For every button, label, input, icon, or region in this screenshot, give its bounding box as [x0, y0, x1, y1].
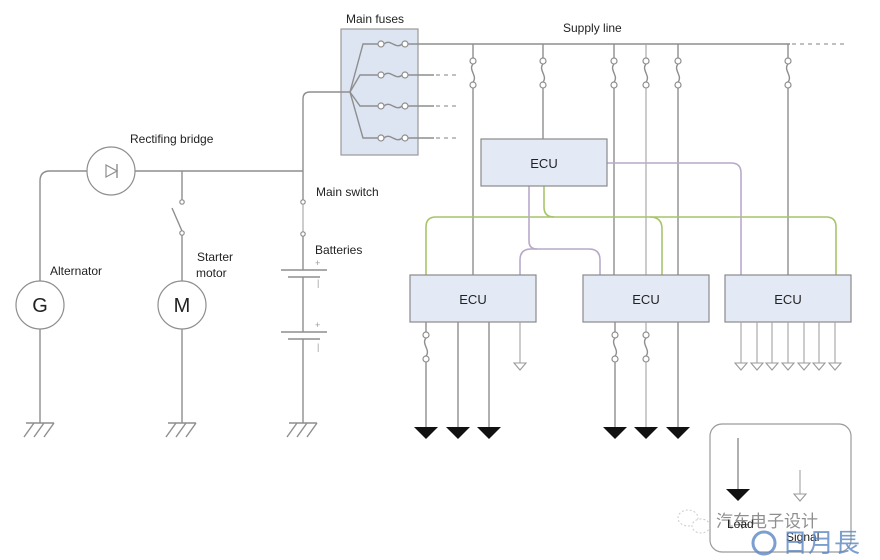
- ecu-bottom-left-label: ECU: [459, 292, 486, 307]
- supply-fuse-5: [674, 44, 682, 275]
- load-arrow-icon: [634, 427, 658, 439]
- wechat-icon: [677, 509, 711, 534]
- starter-motor-label-1: Starter: [197, 250, 233, 264]
- supply-fuse-3: [610, 44, 618, 275]
- supply-fuse-6: [784, 44, 792, 275]
- signal-arrow-icon: [812, 362, 826, 371]
- ecu-top[interactable]: ECU: [480, 138, 608, 187]
- motor-m-label: M: [174, 295, 191, 317]
- starter-switch-icon: [171, 207, 183, 232]
- main-fuses-box: [340, 28, 419, 156]
- supply-line: Supply line: [408, 21, 845, 275]
- load-arrow-icon: [666, 427, 690, 439]
- alternator-g-label: G: [32, 295, 48, 317]
- supply-fuse-2: [539, 44, 547, 139]
- alternator: Alternator G: [15, 264, 102, 438]
- watermark-text: 汽车电子设计: [716, 512, 818, 532]
- load-arrow-icon: [477, 427, 501, 439]
- supply-line-label: Supply line: [563, 21, 622, 35]
- batteries-label: Batteries: [315, 243, 362, 257]
- can-bus-purple: [519, 162, 742, 275]
- ecu-right-outputs: [734, 322, 842, 371]
- signal-arrow-icon: [828, 362, 842, 371]
- ecu-bottom-middle-label: ECU: [632, 292, 659, 307]
- supply-fuse-1: [469, 44, 477, 275]
- watermark: 汽车电子设计 日月長: [677, 509, 860, 559]
- ground-icon: [286, 422, 318, 438]
- load-arrow-icon: [446, 427, 470, 439]
- signal-arrow-icon: [797, 362, 811, 371]
- watermark-logo-text: 日月長: [782, 529, 860, 559]
- ecu-middle-outputs: [603, 322, 690, 439]
- signal-arrow-icon: [734, 362, 748, 371]
- main-switch-and-batteries: Main switch Batteries + | + |: [281, 171, 379, 438]
- load-arrow-icon: [603, 427, 627, 439]
- legend-load-label: Load: [727, 517, 754, 531]
- starter-motor-label-2: motor: [196, 266, 227, 280]
- load-arrow-icon: [414, 427, 438, 439]
- legend: Load Signal: [709, 423, 852, 553]
- svg-text:|: |: [317, 278, 319, 288]
- signal-arrow-icon: [513, 362, 527, 371]
- ecu-bottom-left[interactable]: ECU: [409, 274, 537, 323]
- ecu-bottom-middle[interactable]: ECU: [582, 274, 710, 323]
- rectifier-circle: [86, 146, 136, 196]
- main-fuses-label: Main fuses: [346, 12, 404, 26]
- svg-text:|: |: [317, 342, 319, 352]
- ecu-bottom-right[interactable]: ECU: [724, 274, 852, 323]
- main-fuse-4: [377, 134, 409, 142]
- rectifying-bridge-label: Rectifing bridge: [130, 132, 214, 146]
- ground-icon: [23, 422, 55, 438]
- battery-2-icon: + |: [281, 320, 327, 352]
- ecu-left-outputs: [414, 322, 527, 439]
- main-switch-label: Main switch: [316, 185, 379, 199]
- starter-motor: Starter motor M: [157, 171, 233, 438]
- ecu-bottom-right-label: ECU: [774, 292, 801, 307]
- diode-icon: [105, 163, 119, 179]
- legend-box: [709, 423, 852, 553]
- svg-text:+: +: [315, 320, 320, 330]
- main-switch-contact: [300, 199, 306, 205]
- rectifying-bridge: Rectifing bridge: [39, 132, 303, 281]
- ground-icon: [165, 422, 197, 438]
- signal-arrow-icon: [750, 362, 764, 371]
- battery-1-icon: + |: [281, 258, 327, 288]
- signal-arrow-icon: [765, 362, 779, 371]
- legend-signal-label: Signal: [786, 530, 819, 544]
- supply-fuse-4: [642, 44, 650, 275]
- svg-text:+: +: [315, 258, 320, 268]
- can-bus-green: [425, 186, 837, 275]
- main-fuses-group: Main fuses: [302, 12, 456, 171]
- starter-switch-contact: [179, 199, 185, 205]
- watermark-logo-icon: [751, 530, 777, 556]
- main-fuse-1: [377, 40, 409, 48]
- alternator-label: Alternator: [50, 264, 102, 278]
- signal-arrow-icon: [781, 362, 795, 371]
- ecu-top-label: ECU: [530, 156, 557, 171]
